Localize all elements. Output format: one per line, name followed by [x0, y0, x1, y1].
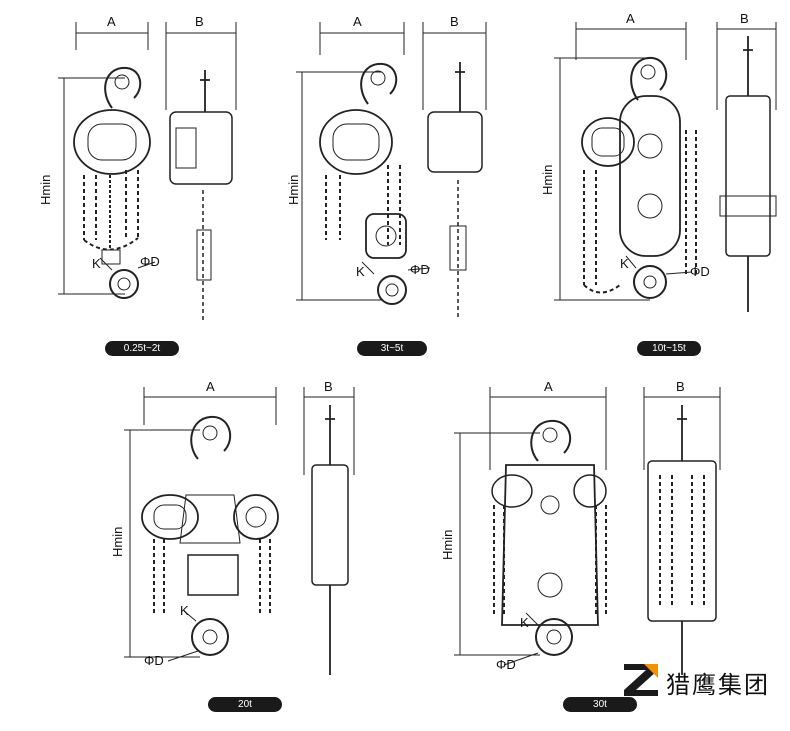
dim-k-label: K [92, 256, 101, 271]
dim-a-label: A [107, 14, 116, 29]
dim-d-label: ΦD [496, 657, 516, 672]
dim-b-label: B [324, 379, 333, 394]
dim-d-label: ΦD [144, 653, 164, 668]
diagram-panel-4: A B Hmin K ΦD [110, 375, 370, 695]
hoist-drawing-3: A B Hmin K ΦD [540, 11, 777, 312]
brand-z-logo-icon [624, 664, 658, 696]
diagram-panel-1: A B Hmin K ΦD [0, 0, 260, 330]
dim-b-label: B [195, 14, 204, 29]
dim-d-label: ΦD [140, 254, 160, 269]
hoist-drawing-4: A B Hmin K ΦD [110, 379, 355, 675]
dim-a-label: A [206, 379, 215, 394]
hoist-drawing-2: A B Hmin K ΦD [286, 14, 487, 318]
hoist-drawing-5: A B Hmin K ΦD [440, 379, 721, 675]
dim-hmin-label: Hmin [286, 175, 301, 205]
dim-b-label: B [450, 14, 459, 29]
diagram-panel-2: A B Hmin K ΦD [286, 0, 510, 330]
dim-k-label: K [180, 603, 189, 618]
dim-d-label: ΦD [690, 264, 710, 279]
dim-hmin-label: Hmin [540, 165, 555, 195]
capacity-badge-2: 3t~5t [357, 341, 427, 356]
dim-hmin-label: Hmin [38, 175, 53, 205]
dim-a-label: A [626, 11, 635, 26]
dim-a-label: A [353, 14, 362, 29]
hoist-drawing-1: A B Hmin K ΦD [38, 14, 237, 320]
brand-name: 猎鹰集团 [666, 671, 770, 699]
capacity-badge-1: 0.25t~2t [105, 341, 179, 356]
dim-k-label: K [356, 264, 365, 279]
capacity-badge-5: 30t [563, 697, 637, 712]
dim-hmin-label: Hmin [440, 530, 455, 560]
dim-a-label: A [544, 379, 553, 394]
dim-b-label: B [740, 11, 749, 26]
brand-logo: 猎鹰集团 [622, 660, 782, 700]
diagram-panel-3: A B Hmin K ΦD [540, 0, 790, 330]
diagram-panel-5: A B Hmin K ΦD [430, 375, 760, 695]
dim-d-label: ΦD [410, 262, 430, 277]
dim-hmin-label: Hmin [110, 527, 125, 557]
capacity-badge-3: 10t~15t [637, 341, 701, 356]
capacity-badge-4: 20t [208, 697, 282, 712]
dim-k-label: K [620, 256, 629, 271]
dim-k-label: K [520, 615, 529, 630]
dim-b-label: B [676, 379, 685, 394]
